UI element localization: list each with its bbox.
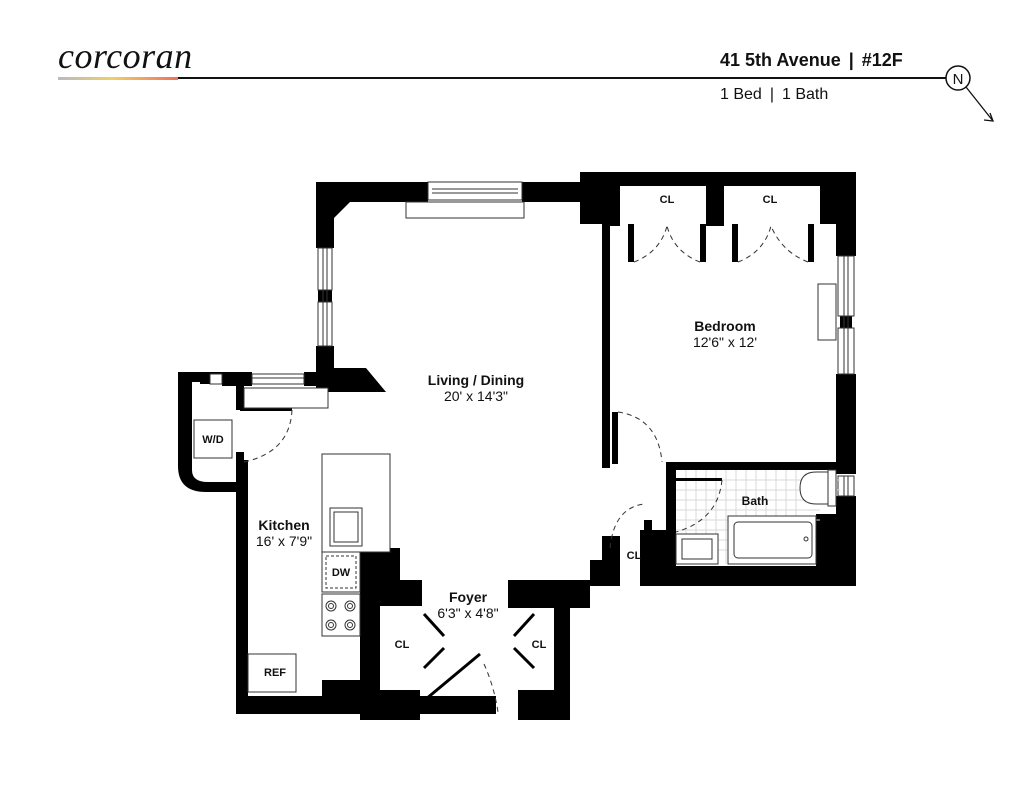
brand-color-bar bbox=[58, 77, 178, 80]
foyer-doors bbox=[419, 612, 536, 706]
header-rule bbox=[178, 77, 946, 79]
range bbox=[321, 593, 361, 637]
north-arrow-icon: N bbox=[945, 65, 994, 122]
room-dimensions: 16' x 7'9" bbox=[255, 533, 313, 549]
toilet bbox=[799, 471, 829, 505]
refrigerator-label: REF bbox=[264, 667, 286, 679]
room-name: Living / Dining bbox=[427, 372, 525, 388]
room-dimensions: 6'3" x 4'8" bbox=[437, 605, 499, 621]
walls bbox=[178, 172, 856, 720]
fixtures bbox=[193, 419, 837, 693]
room-living-dining: Living / Dining 20' x 14'3" bbox=[428, 372, 524, 404]
unit-number: #12F bbox=[861, 50, 903, 70]
refrigerator bbox=[247, 653, 297, 693]
dishwasher bbox=[325, 555, 357, 589]
room-foyer: Foyer 6'3" x 4'8" bbox=[437, 589, 498, 621]
dishwasher-label: DW bbox=[331, 567, 351, 579]
door-swings bbox=[243, 225, 809, 713]
room-kitchen: Kitchen 16' x 7'9" bbox=[256, 517, 312, 549]
room-name: Kitchen bbox=[258, 517, 310, 533]
closet-bedroom-right-label: CL bbox=[762, 194, 778, 206]
room-name: Foyer bbox=[448, 589, 488, 605]
bath-count: 1 Bath bbox=[781, 86, 829, 103]
listing-summary: 1 Bed | 1 Bath bbox=[720, 86, 828, 104]
address: 41 5th Avenue bbox=[720, 50, 841, 70]
windows bbox=[209, 181, 855, 497]
room-bedroom: Bedroom 12'6" x 12' bbox=[693, 318, 757, 350]
closet-foyer-right-label: CL bbox=[531, 639, 547, 651]
room-dimensions: 12'6" x 12' bbox=[692, 334, 758, 350]
bed-count: 1 Bed bbox=[720, 86, 762, 103]
brand-logo: corcoran bbox=[58, 36, 193, 76]
room-dimensions: 20' x 14'3" bbox=[443, 388, 509, 404]
north-label: N bbox=[953, 71, 964, 88]
listing-title: 41 5th Avenue | #12F bbox=[720, 50, 903, 71]
closet-bedroom-left-label: CL bbox=[659, 194, 675, 206]
closet-hall-label: CL bbox=[626, 550, 642, 562]
washer-dryer bbox=[193, 419, 233, 459]
washer-dryer-label: W/D bbox=[202, 434, 224, 446]
summary-separator: | bbox=[769, 86, 774, 103]
title-separator: | bbox=[848, 50, 854, 70]
room-bath: Bath bbox=[741, 494, 769, 508]
room-name: Bedroom bbox=[694, 318, 756, 334]
closet-foyer-left-label: CL bbox=[394, 639, 410, 651]
